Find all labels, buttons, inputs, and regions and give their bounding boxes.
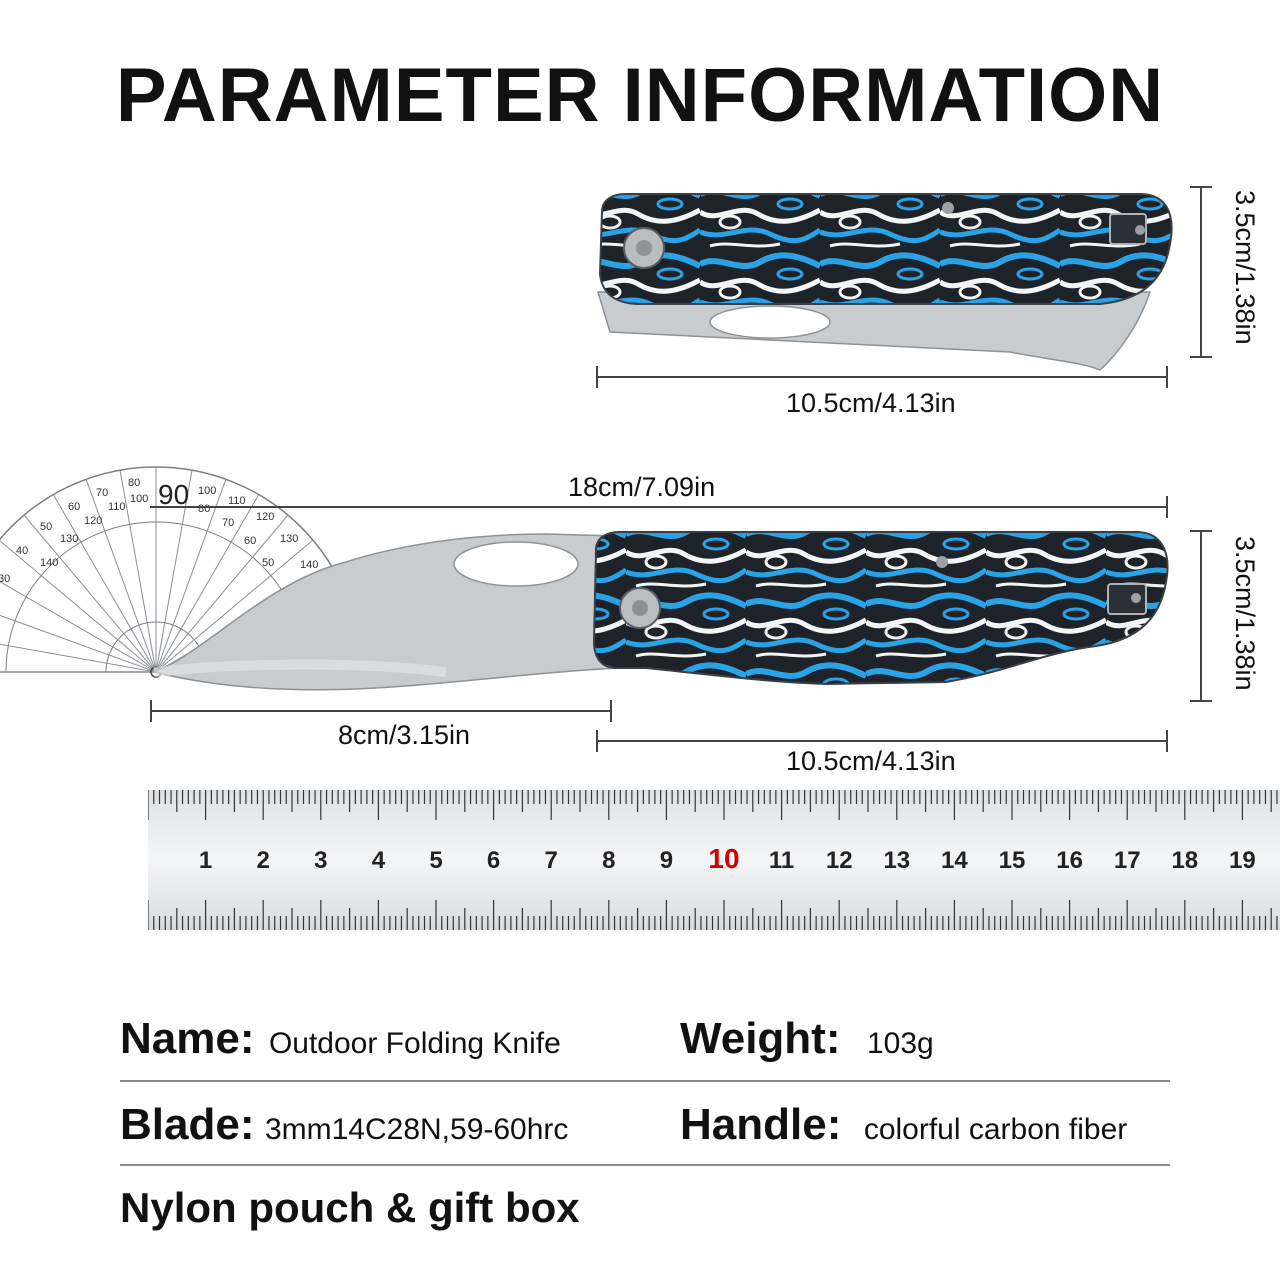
open-length-tick-right <box>1166 496 1168 518</box>
closed-height-tick-bottom <box>1190 356 1212 358</box>
blade-length-tick-left <box>150 700 152 722</box>
open-height-tick-top <box>1190 530 1212 532</box>
svg-text:60: 60 <box>244 535 256 547</box>
svg-text:120: 120 <box>256 511 274 523</box>
ruler-number: 2 <box>257 847 270 874</box>
spec-blade-value: 3mm14C28N,59-60hrc <box>264 1113 569 1146</box>
divider-2 <box>120 1164 1170 1166</box>
ruler-number: 6 <box>487 847 500 874</box>
closed-length-line <box>596 376 1168 378</box>
svg-text:60: 60 <box>68 501 80 513</box>
ruler-number: 1 <box>199 847 212 874</box>
ruler-number: 18 <box>1171 847 1198 874</box>
spec-name-label: Name: <box>120 1014 255 1063</box>
spec-handle: Handle: colorful carbon fiber <box>680 1100 1127 1150</box>
svg-text:140: 140 <box>40 557 58 569</box>
svg-text:120: 120 <box>84 515 102 527</box>
ruler-number: 12 <box>826 847 853 874</box>
ruler-number: 16 <box>1056 847 1083 874</box>
divider-1 <box>120 1080 1170 1082</box>
spec-handle-label: Handle: <box>680 1100 842 1149</box>
svg-text:80: 80 <box>198 503 210 515</box>
ruler-number: 10 <box>708 843 739 874</box>
blade-length-line <box>150 710 612 712</box>
closed-length-label: 10.5cm/4.13in <box>786 388 956 418</box>
ruler-number: 15 <box>999 847 1026 874</box>
closed-height-tick-top <box>1190 186 1212 188</box>
spec-weight-value: 103g <box>866 1027 934 1060</box>
open-length-line <box>150 506 1168 508</box>
spec-blade-label: Blade: <box>120 1100 255 1149</box>
spec-weight-label: Weight: <box>680 1014 841 1063</box>
closed-height-label: 3.5cm/1.38in <box>1230 190 1260 345</box>
page-title: PARAMETER INFORMATION <box>115 53 1165 138</box>
handle-length-label: 10.5cm/4.13in <box>786 746 956 776</box>
protractor-90-label: 90 <box>158 479 189 510</box>
blade-length-tick-right <box>610 700 612 722</box>
blade-length-label: 8cm/3.15in <box>338 720 471 750</box>
ruler-number: 14 <box>941 847 968 874</box>
handle-length-line <box>596 740 1168 742</box>
svg-text:50: 50 <box>262 557 274 569</box>
spec-extras: Nylon pouch & gift box <box>120 1184 580 1232</box>
svg-text:100: 100 <box>130 493 148 505</box>
spec-blade: Blade: 3mm14C28N,59-60hrc <box>120 1100 568 1150</box>
svg-text:50: 50 <box>40 521 52 533</box>
ruler: 123456789101112131415161718192 <box>148 790 1280 930</box>
spec-extras-text: Nylon pouch & gift box <box>120 1184 580 1231</box>
ruler-number: 13 <box>883 847 910 874</box>
open-height-tick-bottom <box>1190 700 1212 702</box>
spec-weight: Weight: 103g <box>680 1014 934 1064</box>
ruler-number: 3 <box>314 847 327 874</box>
svg-text:130: 130 <box>60 533 78 545</box>
spec-handle-value: colorful carbon fiber <box>863 1113 1128 1146</box>
svg-text:140: 140 <box>300 559 318 571</box>
svg-text:110: 110 <box>108 501 126 513</box>
svg-text:100: 100 <box>198 485 216 497</box>
open-height-line <box>1200 530 1202 702</box>
svg-text:40: 40 <box>16 545 28 557</box>
ruler-number: 17 <box>1114 847 1141 874</box>
svg-text:110: 110 <box>228 495 246 507</box>
ruler-number: 9 <box>660 847 673 874</box>
svg-text:130: 130 <box>280 533 298 545</box>
spec-name-value: Outdoor Folding Knife <box>268 1027 561 1060</box>
open-height-label: 3.5cm/1.38in <box>1230 536 1260 691</box>
svg-text:80: 80 <box>128 477 140 489</box>
svg-text:70: 70 <box>96 487 108 499</box>
svg-text:30: 30 <box>0 573 10 585</box>
open-length-label: 18cm/7.09in <box>568 472 716 502</box>
closed-height-line <box>1200 186 1202 358</box>
spec-name: Name: Outdoor Folding Knife <box>120 1014 561 1064</box>
closed-length-tick-left <box>596 366 598 388</box>
ruler-number: 5 <box>429 847 442 874</box>
ruler-number: 4 <box>372 847 386 874</box>
handle-length-tick-right <box>1166 730 1168 752</box>
closed-length-tick-right <box>1166 366 1168 388</box>
svg-text:70: 70 <box>222 517 234 529</box>
ruler-number: 11 <box>769 847 794 874</box>
ruler-number: 7 <box>545 847 558 874</box>
handle-length-tick-left <box>596 730 598 752</box>
open-knife-image <box>146 522 1186 702</box>
ruler-number: 19 <box>1229 847 1256 874</box>
ruler-number: 8 <box>602 847 615 874</box>
closed-knife-image <box>580 182 1180 382</box>
